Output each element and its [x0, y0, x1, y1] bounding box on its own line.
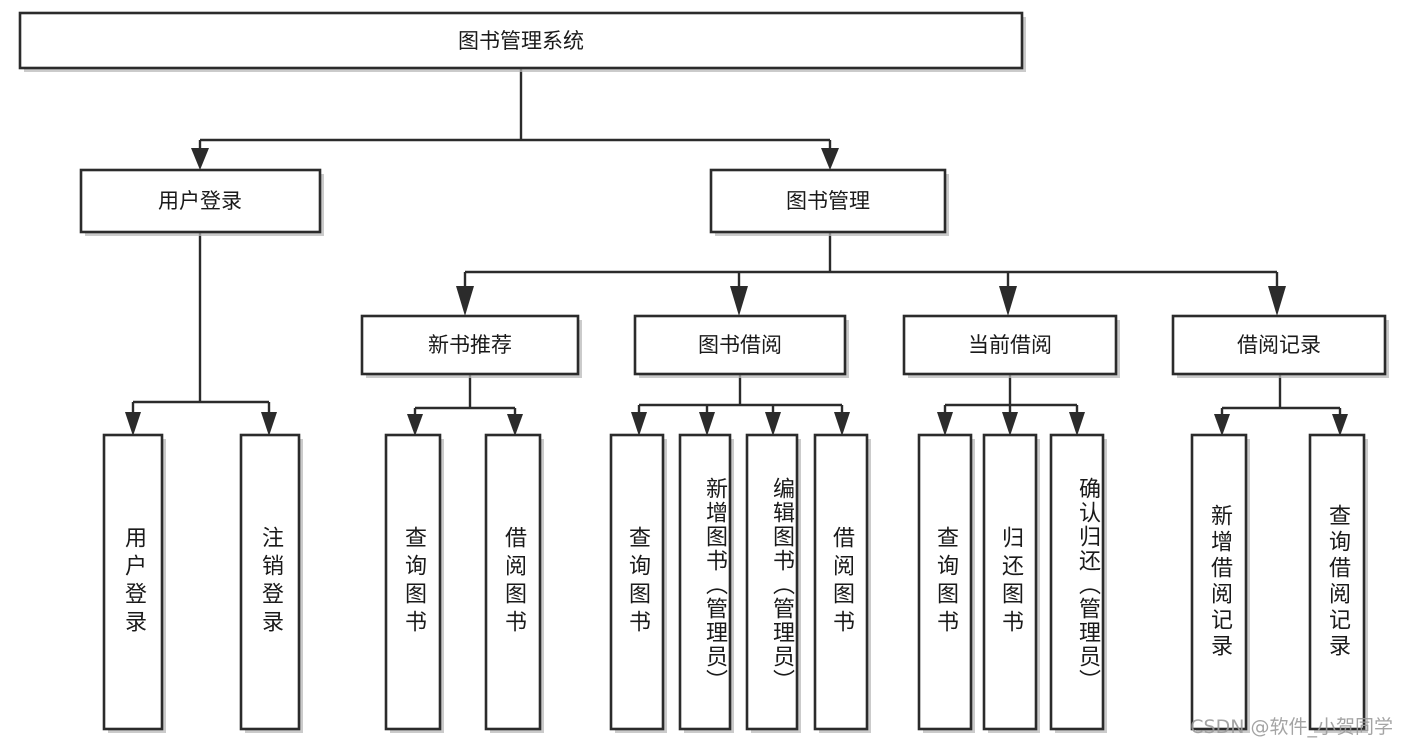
node-current-borrow-label: 当前借阅: [968, 333, 1052, 357]
node-new-book-recommend-box[interactable]: [360, 314, 580, 376]
node-leaf-query-book-2[interactable]: [609, 433, 667, 733]
node-user-login-label: 用户登录: [158, 189, 242, 213]
node-book-manage[interactable]: 图书管理: [709, 168, 949, 236]
node-leaf-logout[interactable]: [239, 433, 303, 733]
node-leaf-query-book-1[interactable]: [384, 433, 444, 733]
node-leaf-confirm-return-box[interactable]: [1049, 433, 1105, 731]
node-book-manage-label: 图书管理: [786, 189, 870, 213]
arrow-head-leaf-return-book: [1002, 412, 1018, 436]
node-leaf-query-book-2-box[interactable]: [609, 433, 665, 731]
arrow-head-leaf-add-record: [1214, 414, 1230, 436]
node-leaf-add-record-box[interactable]: [1190, 433, 1248, 731]
node-leaf-return-book-box[interactable]: [982, 433, 1038, 731]
arrow-head-new-book-recommend: [456, 286, 474, 316]
node-leaf-add-book[interactable]: [678, 433, 734, 733]
node-leaf-confirm-return[interactable]: [1049, 433, 1107, 733]
watermark: CSDN @软件_小贺同学: [1190, 716, 1393, 738]
node-leaf-query-record-box[interactable]: [1308, 433, 1366, 731]
arrow-head-borrow-record: [1268, 286, 1286, 316]
node-leaf-borrow-book-2-box[interactable]: [813, 433, 869, 731]
node-root-label: 图书管理系统: [458, 29, 584, 53]
node-current-borrow-box[interactable]: [902, 314, 1118, 376]
node-leaf-return-book[interactable]: [982, 433, 1040, 733]
arrow-head-leaf-borrow-book-1: [507, 414, 523, 436]
arrow-head-leaf-borrow-book-2: [834, 412, 850, 436]
connector-layer: [125, 68, 1348, 436]
node-leaf-query-record[interactable]: [1308, 433, 1368, 733]
node-book-borrow-box[interactable]: [633, 314, 847, 376]
arrow-head-leaf-user-login: [125, 412, 141, 436]
node-leaf-add-record[interactable]: [1190, 433, 1250, 733]
node-leaf-query-book-3[interactable]: [917, 433, 975, 733]
node-leaf-borrow-book-2[interactable]: [813, 433, 871, 733]
arrow-head-leaf-query-book-1: [407, 414, 423, 436]
arrow-head-leaf-confirm-return: [1069, 412, 1085, 436]
arrow-head-leaf-query-record: [1332, 414, 1348, 436]
arrow-head-book-borrow: [730, 286, 748, 316]
arrow-head-leaf-edit-book: [765, 412, 781, 436]
node-leaf-logout-box[interactable]: [239, 433, 301, 731]
node-leaf-borrow-book-1[interactable]: [484, 433, 544, 733]
node-book-borrow[interactable]: 图书借阅: [633, 314, 849, 378]
node-leaf-user-login-box[interactable]: [102, 433, 164, 731]
node-leaf-edit-book[interactable]: [745, 433, 801, 733]
node-current-borrow[interactable]: 当前借阅: [902, 314, 1120, 378]
node-leaf-edit-book-box[interactable]: [745, 433, 799, 731]
node-borrow-record-label: 借阅记录: [1237, 333, 1321, 357]
node-leaf-query-book-3-box[interactable]: [917, 433, 973, 731]
node-user-login[interactable]: 用户登录: [79, 168, 324, 236]
node-leaf-query-book-1-box[interactable]: [384, 433, 442, 731]
node-new-book-recommend-label: 新书推荐: [428, 333, 512, 357]
arrow-head-leaf-add-book: [699, 412, 715, 436]
arrow-head-user-login: [191, 148, 209, 170]
node-leaf-user-login[interactable]: [102, 433, 166, 733]
arrow-head-leaf-query-book-3: [937, 412, 953, 436]
node-new-book-recommend[interactable]: 新书推荐: [360, 314, 582, 378]
node-book-manage-box[interactable]: [709, 168, 947, 234]
node-leaf-add-book-box[interactable]: [678, 433, 732, 731]
node-leaf-borrow-book-1-box[interactable]: [484, 433, 542, 731]
arrow-head-current-borrow: [999, 286, 1017, 316]
node-user-login-box[interactable]: [79, 168, 322, 234]
node-book-borrow-label: 图书借阅: [698, 333, 782, 357]
node-root-box[interactable]: [18, 11, 1024, 70]
node-borrow-record[interactable]: 借阅记录: [1171, 314, 1389, 378]
arrow-head-leaf-logout: [261, 412, 277, 436]
arrow-head-leaf-query-book-2: [631, 412, 647, 436]
arrow-head-book-manage: [821, 148, 839, 170]
node-root[interactable]: 图书管理系统: [18, 11, 1026, 72]
node-borrow-record-box[interactable]: [1171, 314, 1387, 376]
